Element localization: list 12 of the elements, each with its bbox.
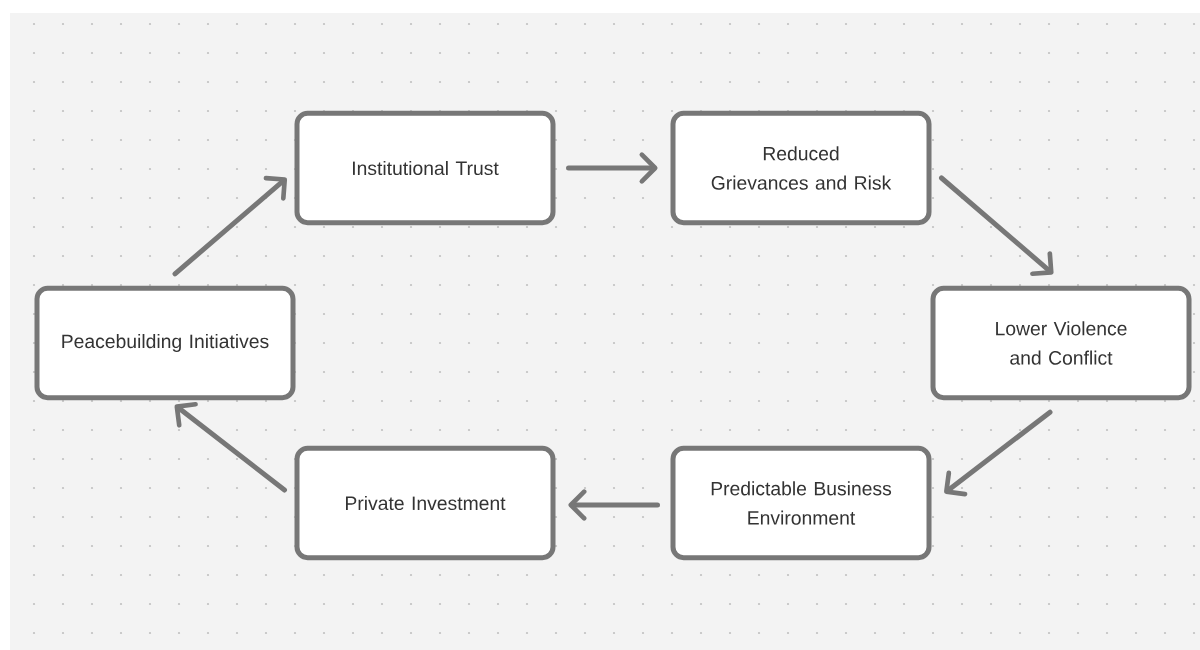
process-box: Reduced Grievances and Risk <box>670 110 932 226</box>
arrow <box>566 152 658 184</box>
process-box: Private Investment <box>294 445 556 561</box>
process-box: Institutional Trust <box>294 110 556 226</box>
arrow <box>939 175 1054 277</box>
process-box: Predictable Business Environment <box>670 445 932 561</box>
arrow <box>568 489 660 521</box>
arrow <box>174 401 287 493</box>
process-box: Peacebuilding Initiatives <box>34 285 296 401</box>
process-box: Lower Violence and Conflict <box>930 285 1192 401</box>
arrow <box>172 175 288 277</box>
arrow <box>944 409 1053 497</box>
